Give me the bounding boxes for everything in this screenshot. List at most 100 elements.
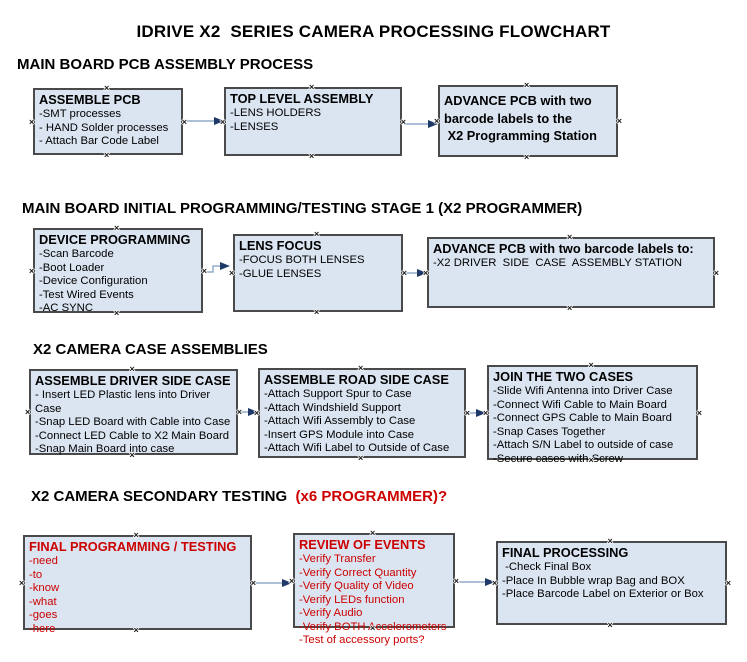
box-item: -Verify LEDs function xyxy=(299,593,405,606)
flow-box-top-level-assembly: TOP LEVEL ASSEMBLY -LENS HOLDERS-LENSES … xyxy=(220,83,406,161)
section-heading: MAIN BOARD PCB ASSEMBLY PROCESS xyxy=(17,56,314,73)
box-item: -Connect LED Cable to X2 Main Board xyxy=(35,429,230,442)
box-item: -Verify Quality of Video xyxy=(299,580,414,592)
box-title: LENS FOCUS xyxy=(239,238,322,253)
box-item: -Insert GPS Module into Case xyxy=(264,428,415,441)
box-title: ASSEMBLE ROAD SIDE CASE xyxy=(264,372,449,387)
connection-handle-icon: × xyxy=(713,267,719,278)
box-item: -what xyxy=(29,595,57,608)
box-title: ADVANCE PCB with two barcode labels to t… xyxy=(444,93,597,143)
connection-handle-icon: × xyxy=(464,408,470,418)
connection-handle-icon: × xyxy=(19,577,25,588)
connection-handle-icon: × xyxy=(492,578,498,588)
box-item: -need xyxy=(29,555,58,567)
flow-box-review-of-events: REVIEW OF EVENTS -Verify Transfer-Verify… xyxy=(289,529,459,647)
flow-box-assemble-driver-side-case: ASSEMBLE DRIVER SIDE CASE - Insert LED P… xyxy=(25,365,242,460)
connection-handle-icon: × xyxy=(314,229,320,239)
box-item: -Snap Main Board into case xyxy=(35,443,175,455)
flow-box-advance-pcb-to-programming-station: ADVANCE PCB with two barcode labels to t… xyxy=(434,81,622,162)
flow-box-assemble-pcb: ASSEMBLE PCB -SMT processes- HAND Solder… xyxy=(29,84,187,160)
box-item: -know xyxy=(29,582,60,594)
box-item: -GLUE LENSES xyxy=(239,267,322,280)
box-title: FINAL PROGRAMMING / TESTING xyxy=(29,539,237,554)
connection-handle-icon: × xyxy=(434,116,440,126)
connection-handle-icon: × xyxy=(483,407,489,418)
flow-box-assemble-road-side-case: ASSEMBLE ROAD SIDE CASE -Attach Support … xyxy=(254,364,470,463)
box-item: -LENSES xyxy=(230,120,279,133)
connection-handle-icon: × xyxy=(370,528,376,538)
box-item: -goes xyxy=(29,609,58,621)
box-item: -Verify Transfer xyxy=(299,553,376,565)
section-heading: X2 CAMERA CASE ASSEMBLIES xyxy=(33,341,268,358)
connection-handle-icon: × xyxy=(250,577,256,588)
connection-handle-icon: × xyxy=(289,575,295,586)
connection-handle-icon: × xyxy=(588,360,594,370)
box-item: -Check Final Box xyxy=(502,561,592,573)
box-title: JOIN THE TWO CASES xyxy=(493,369,634,384)
box-item: -Test of accessory ports? xyxy=(299,634,425,646)
box-item: -to xyxy=(29,568,43,581)
box-item: -Snap LED Board with Cable into Case xyxy=(35,416,231,428)
box-item: -SMT processes xyxy=(39,108,122,120)
box-title: ASSEMBLE DRIVER SIDE CASE xyxy=(35,373,231,388)
box-item: -Verify Audio xyxy=(299,607,363,619)
arrow-connector xyxy=(205,262,230,273)
connection-handle-icon: × xyxy=(423,267,429,278)
box-title: FINAL PROCESSING xyxy=(502,545,629,560)
box-item: - Attach Bar Code Label xyxy=(39,135,159,147)
box-item: -Place Barcode Label on Exterior or Box xyxy=(502,588,704,600)
box-title: DEVICE PROGRAMMING xyxy=(39,232,191,247)
box-item: - HAND Solder processes xyxy=(39,121,169,134)
box-item: -Snap Cases Together xyxy=(493,425,606,438)
flow-box-advance-pcb-to-driver-side-case: ADVANCE PCB with two barcode labels to: … xyxy=(423,233,719,313)
box-item: -Secure cases with Screw xyxy=(493,452,623,465)
flow-box-final-processing: FINAL PROCESSING -Check Final Box-Place … xyxy=(492,537,731,630)
page-title: IDRIVE X2 SERIES CAMERA PROCESSING FLOWC… xyxy=(136,22,611,41)
box-title: ADVANCE PCB with two barcode labels to: xyxy=(433,241,694,256)
connection-handle-icon: × xyxy=(29,265,35,276)
box-item: - Insert LED Plastic lens into Driver Ca… xyxy=(35,389,214,415)
connection-handle-icon: × xyxy=(25,407,31,417)
box-item: -Place In Bubble wrap Bag and BOX xyxy=(502,574,685,587)
connection-handle-icon: × xyxy=(567,303,573,313)
box-item: -X2 DRIVER SIDE CASE ASSEMBLY STATION xyxy=(433,257,683,269)
section-heading: MAIN BOARD INITIAL PROGRAMMING/TESTING S… xyxy=(22,200,583,217)
connection-handle-icon: × xyxy=(314,307,320,317)
connection-handle-icon: × xyxy=(401,268,407,278)
box-item: -FOCUS BOTH LENSES xyxy=(239,254,365,266)
box-item: -Verify Correct Quantity xyxy=(299,566,417,579)
connection-handle-icon: × xyxy=(400,116,406,127)
connection-handle-icon: × xyxy=(524,152,530,162)
connection-handle-icon: × xyxy=(201,265,207,276)
box-item: -Boot Loader xyxy=(39,261,105,274)
box-item: -Scan Barcode xyxy=(39,248,114,260)
flow-box-lens-focus: LENS FOCUS -FOCUS BOTH LENSES-GLUE LENSE… xyxy=(229,230,407,317)
connection-handle-icon: × xyxy=(29,116,35,127)
box-item: -Test Wired Events xyxy=(39,288,134,301)
connection-handle-icon: × xyxy=(567,232,573,242)
flow-box-device-programming: DEVICE PROGRAMMING -Scan Barcode-Boot Lo… xyxy=(29,224,207,318)
box-title: ASSEMBLE PCB xyxy=(39,92,141,107)
connection-handle-icon: × xyxy=(104,83,110,93)
box-item: -Attach S/N Label to outside of case xyxy=(493,439,674,451)
connection-handle-icon: × xyxy=(696,407,702,418)
box-title: TOP LEVEL ASSEMBLY xyxy=(230,91,374,106)
connection-handle-icon: × xyxy=(616,116,622,126)
box-item: -Verify BOTH Accelerometers xyxy=(299,620,447,633)
connection-handle-icon: × xyxy=(309,82,315,92)
connection-handle-icon: × xyxy=(358,363,364,373)
box-item: -here xyxy=(29,622,56,635)
box-item: -AC SYNC xyxy=(39,302,93,314)
connection-handle-icon: × xyxy=(607,536,613,546)
box-item: -Attach Wifi Assembly to Case xyxy=(264,415,416,427)
flow-box-join-the-two-cases: JOIN THE TWO CASES -Slide Wifi Antenna i… xyxy=(483,361,702,465)
section-heading: X2 CAMERA SECONDARY TESTING (x6 PROGRAMM… xyxy=(31,488,448,505)
connection-handle-icon: × xyxy=(181,116,187,127)
box-item: -Device Configuration xyxy=(39,275,148,287)
box-item: -Attach Support Spur to Case xyxy=(264,388,412,400)
connection-handle-icon: × xyxy=(236,407,242,417)
connection-handle-icon: × xyxy=(114,223,120,233)
box-item: -Attach Wifi Label to Outside of Case xyxy=(264,442,450,454)
connection-handle-icon: × xyxy=(309,151,315,161)
